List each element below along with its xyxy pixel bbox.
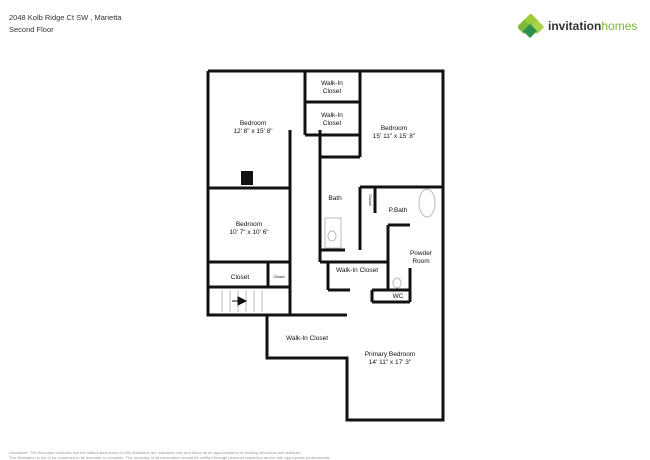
room-name: Walk-In	[321, 112, 343, 119]
room-name: P.Bath	[389, 207, 408, 214]
room-name: Closet	[273, 274, 285, 279]
room-name: Closet	[323, 120, 342, 127]
room-name: Bedroom	[236, 221, 262, 228]
room-name: Bedroom	[381, 125, 407, 132]
room-dims: 12' 8" x 15' 8"	[233, 128, 273, 135]
disclaimer-line-2: This illustration is not to be construed…	[9, 455, 331, 460]
room-name: Walk-In Closet	[286, 335, 328, 342]
room-name: Walk-In	[321, 80, 343, 87]
room-dims: 10' 7" x 10' 6"	[229, 229, 269, 236]
chimney	[241, 171, 253, 185]
room-name: WC	[393, 293, 404, 300]
room-dims: 14' 11" x 17' 3"	[369, 359, 412, 366]
brand-name-b: homes	[601, 19, 638, 33]
room-name: Powder	[410, 250, 433, 257]
walls	[206, 69, 445, 422]
address: 2048 Kolb Ridge Ct SW , Marietta	[9, 13, 122, 22]
room-name: Bath	[328, 195, 342, 202]
room-name: Bedroom	[240, 120, 266, 127]
disclaimer-line-1: Disclaimer: The floorplans depicted and …	[9, 450, 302, 455]
room-name: Closet	[231, 274, 250, 281]
room-dims: 15' 11" x 15' 8"	[373, 133, 416, 140]
room-name: Closet	[323, 88, 342, 95]
stair-arrow-icon	[232, 296, 248, 306]
logo-icon	[518, 14, 544, 38]
room-name: Walk-In Closet	[336, 267, 378, 274]
fixtures	[221, 188, 436, 312]
room-name: Closet	[368, 194, 373, 206]
header: 2048 Kolb Ridge Ct SW , Marietta Second …	[9, 12, 122, 36]
brand-logo: invitationhomes	[518, 14, 637, 38]
room-name: Primary Bedroom	[365, 351, 416, 358]
room-name: Room	[412, 258, 429, 265]
floor-label: Second Floor	[9, 25, 54, 34]
brand-name-a: invitation	[548, 19, 602, 33]
disclaimer: Disclaimer: The floorplans depicted and …	[9, 450, 331, 460]
